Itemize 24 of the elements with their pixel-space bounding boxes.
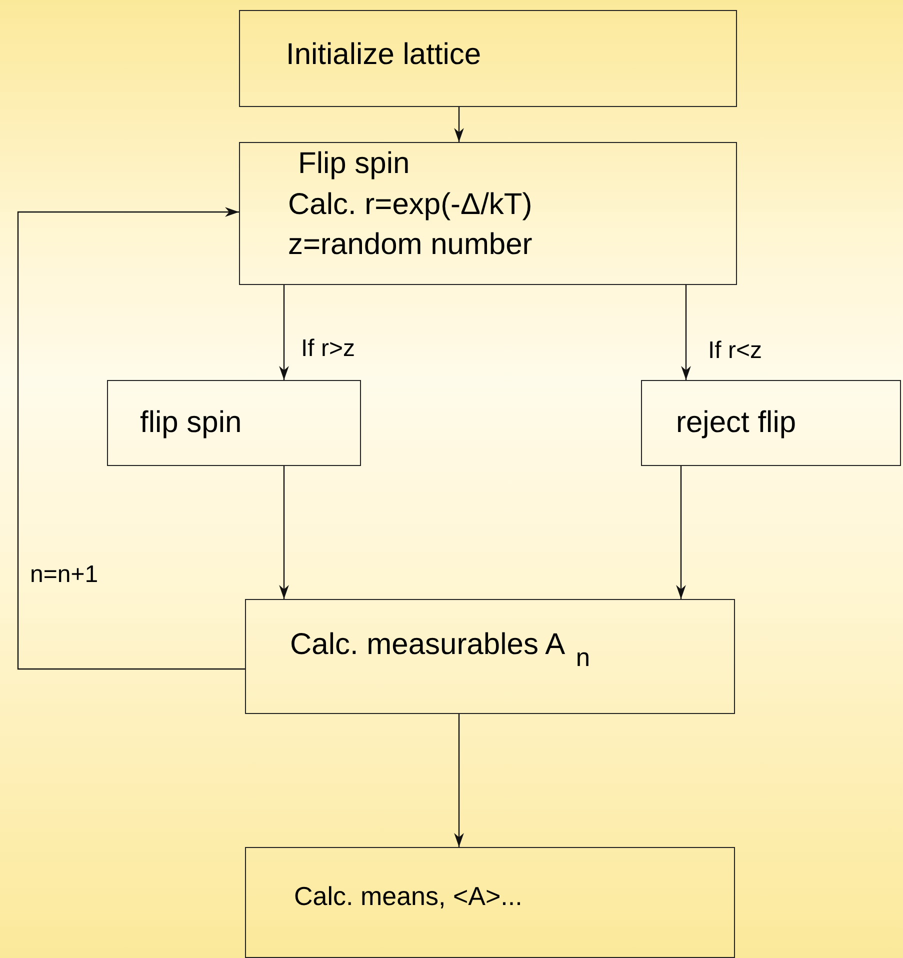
process-box [245,847,735,958]
arrow [279,466,289,599]
arrow [676,466,686,599]
step-text: z=random number [288,228,534,262]
step-text: Calc. means, <A>... [294,882,524,912]
process-box [107,380,361,466]
step-text: Calc. measurables A $_{n}$ [290,628,591,673]
edge-label: If r<z [708,338,762,364]
step-text: Flip spin [298,147,411,182]
arrow [454,714,464,847]
arrow [681,285,691,380]
process-box [239,10,737,107]
process-box [641,380,901,466]
process-box [245,599,735,714]
arrow [279,285,289,380]
arrow [17,207,245,670]
edge-label: If r>z [301,336,356,362]
edge-label: n=n+1 [30,562,98,588]
step-text: reject flip [676,406,798,440]
arrow [454,107,464,142]
step-text: Calc. r=exp(-Δ/kT) [288,188,534,222]
step-text: flip spin [140,406,243,440]
step-text: Initialize lattice [286,38,482,73]
process-box [239,142,737,285]
